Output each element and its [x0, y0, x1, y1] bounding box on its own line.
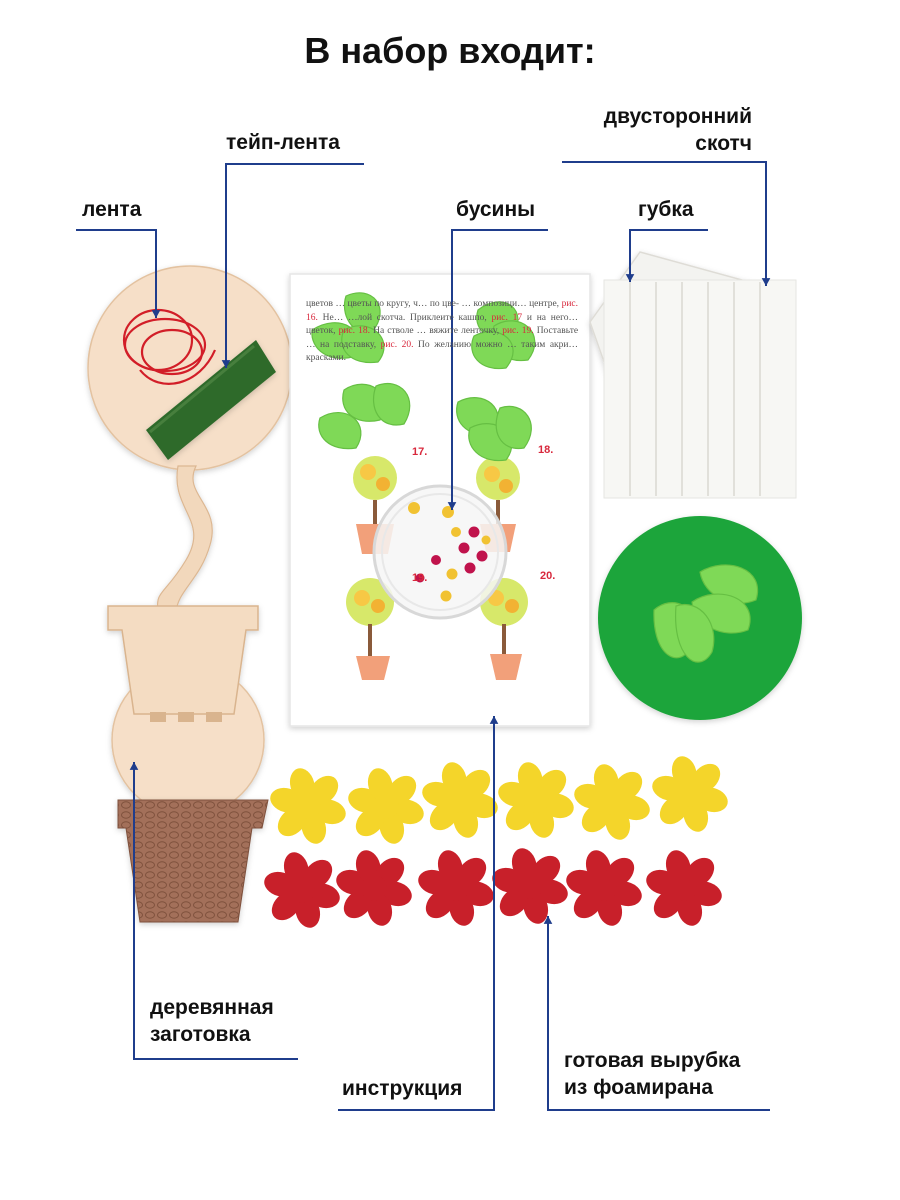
instruction-ref-19: рис. 19.	[502, 326, 534, 336]
foam-leaves	[311, 292, 536, 462]
red-flower-4	[492, 848, 568, 924]
yellow-flower-4	[498, 762, 574, 838]
yellow-flower-5	[574, 764, 650, 840]
label-beads: бусины	[456, 198, 536, 221]
down-arrow-icon	[625, 274, 635, 282]
instruction-ref-16: рис. 16.	[306, 299, 578, 323]
label-foam-cutout-line1: готовая вырубка	[564, 1049, 741, 1072]
label-foam-cutout: готовая вырубка из фоамирана	[564, 1047, 740, 1101]
label-instruction: инструкция	[342, 1077, 463, 1100]
pointer-double-sided-tape	[562, 161, 771, 286]
label-sponge: губка	[638, 198, 694, 221]
down-arrow-icon	[761, 278, 771, 286]
green-tape	[146, 340, 276, 460]
down-arrow-icon	[221, 360, 231, 368]
down-arrow-icon	[489, 716, 499, 724]
instruction-ref-20: рис. 20.	[380, 339, 414, 350]
down-arrow-icon	[447, 502, 457, 510]
foam-circle-leaves	[653, 564, 759, 663]
instruction-text-mid4: Поставьте … на подставку,	[306, 326, 579, 350]
instruction-ref-17: рис. 17	[491, 312, 523, 323]
foam-flowers	[264, 756, 728, 928]
red-ribbon	[122, 308, 217, 385]
label-wooden-blank-line2: заготовка	[150, 1023, 251, 1046]
pointer-wooden-blank	[129, 762, 298, 1060]
figure-number-17: 17.	[412, 446, 428, 458]
pointer-foam-cutout	[543, 916, 770, 1111]
instruction-ref-18: рис. 18.	[338, 326, 370, 336]
down-arrow-icon	[129, 762, 139, 770]
double-sided-tape	[603, 279, 797, 499]
label-double-sided-tape-line2: скотч	[695, 132, 752, 155]
pointer-lines	[76, 161, 771, 1111]
yellow-flower-2	[348, 768, 424, 844]
sheet-figure-20-left	[346, 578, 394, 680]
pointer-ribbon	[76, 229, 161, 318]
pointer-beads	[447, 229, 548, 510]
red-flower-1	[264, 852, 340, 928]
pointer-sponge	[625, 229, 708, 282]
red-flower-3	[418, 850, 494, 926]
yellow-flower-6	[652, 756, 728, 832]
figure-number-19: 19.	[412, 572, 428, 584]
instruction-text-mid3: На стволе … вяжите ленточку,	[373, 326, 500, 336]
yellow-flower-1	[270, 768, 346, 844]
label-foam-cutout-line2: из фоамирана	[564, 1076, 714, 1099]
bead-box	[372, 484, 508, 620]
yellow-flower-3	[422, 762, 498, 838]
instruction-text-mid1: Не… …лой скотча. Приклеите кашпо,	[322, 312, 487, 323]
red-flower-5	[566, 850, 642, 926]
instruction-text-mid2: и на него… цветок,	[306, 312, 578, 337]
beads	[408, 502, 491, 602]
page-title: В набор входит:	[304, 30, 596, 71]
pointer-instruction	[338, 716, 499, 1111]
figure-number-20: 20.	[540, 570, 556, 582]
figure-number-18: 18.	[538, 444, 554, 456]
red-flower-2	[336, 850, 412, 926]
label-double-sided-tape-line1: двусторонний	[603, 105, 752, 128]
instruction-text: цветов … цветы по кругу, ч… по цве- … ко…	[306, 298, 578, 366]
pointer-tape	[221, 163, 364, 368]
label-wooden-blank: деревянная заготовка	[150, 994, 274, 1048]
brown-foam-pot	[117, 799, 269, 923]
label-wooden-blank-line1: деревянная	[150, 996, 274, 1019]
instruction-text-pre: цветов … цветы по кругу, ч… по цве- … ко…	[306, 299, 560, 309]
label-double-sided-tape: двусторонний скотч	[560, 103, 752, 157]
instruction-text-end: По желанию можно … таким акри… красками.	[306, 339, 578, 364]
down-arrow-icon	[151, 310, 161, 318]
label-ribbon: лента	[82, 198, 142, 221]
down-arrow-icon	[543, 916, 553, 924]
label-tape: тейп-лента	[226, 131, 340, 154]
red-flower-6	[646, 850, 722, 926]
